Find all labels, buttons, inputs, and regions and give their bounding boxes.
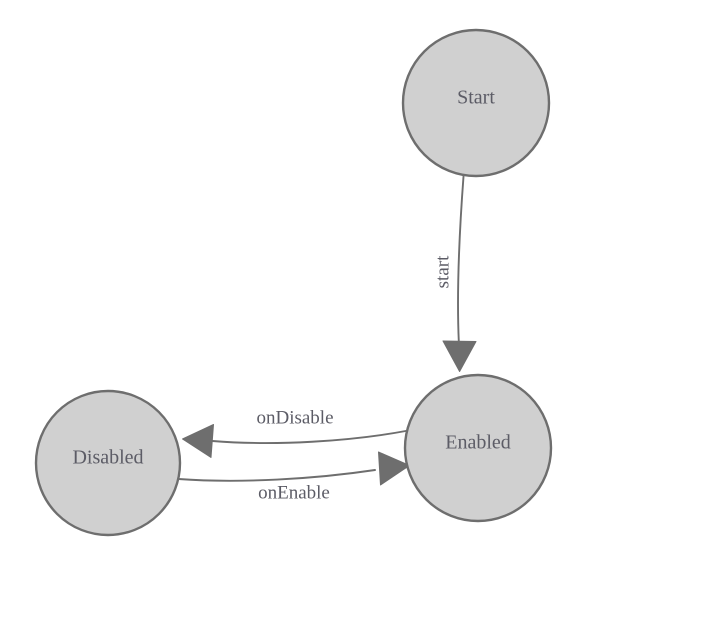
edge-onenable[interactable]: onEnable	[177, 451, 410, 503]
node-disabled[interactable]: Disabled	[34, 389, 182, 537]
edge-ondisable-arrowhead	[182, 424, 214, 458]
edge-onenable-line	[177, 469, 376, 482]
edge-onenable-arrowhead	[378, 451, 410, 486]
edge-start-label: start	[432, 255, 453, 288]
node-enabled-circle	[403, 373, 553, 523]
node-disabled-label: Disabled	[72, 447, 143, 469]
node-start-label: Start	[457, 87, 495, 109]
node-start[interactable]: Start	[401, 28, 551, 178]
node-enabled-label: Enabled	[445, 432, 511, 454]
edge-start-arrowhead	[442, 340, 477, 372]
edge-ondisable[interactable]: onDisable	[182, 407, 410, 458]
edge-start[interactable]: start	[432, 175, 477, 372]
edge-ondisable-label: onDisable	[256, 407, 333, 428]
node-enabled[interactable]: Enabled	[403, 373, 553, 523]
edge-ondisable-line	[211, 429, 410, 444]
edge-onenable-label: onEnable	[258, 482, 330, 503]
node-start-circle	[401, 28, 551, 178]
edge-start-line	[457, 175, 465, 343]
node-disabled-circle	[34, 389, 182, 537]
